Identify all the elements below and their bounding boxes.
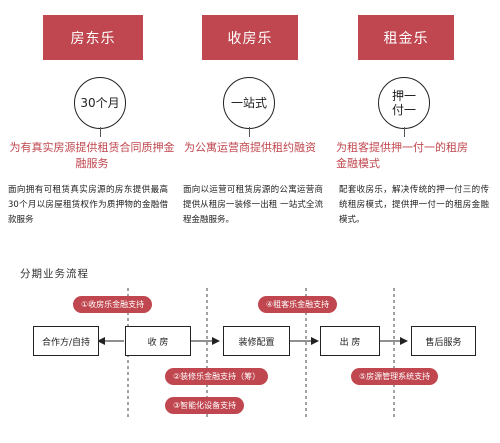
support-tag: ⑤房源管理系统支持: [351, 368, 439, 385]
connector-line: [100, 127, 101, 137]
support-tag: ②装修乐金融支持（筹）: [165, 368, 269, 385]
product-header: 收房乐: [202, 15, 298, 60]
product-subtitle: 为租客提供押一付一的租房金融模式: [336, 141, 468, 170]
feature-circle: 30个月: [74, 77, 126, 129]
product-description: 配套收房乐，解决传统的押一付三的传统租房模式，提供押一付一的租房金融模式。: [339, 185, 489, 225]
flow-section-title: 分期业务流程: [20, 268, 89, 280]
feature-circle: 押一付一: [378, 77, 430, 129]
support-tag: ①收房乐金融支持: [73, 296, 153, 313]
support-tag: ④租客乐金融支持: [258, 296, 338, 313]
connector-line: [249, 127, 250, 137]
connector-line: [404, 127, 405, 137]
feature-circle: 一站式: [223, 77, 275, 129]
feature-circle-text: 押一付一: [391, 89, 416, 117]
flow-step-collect: 收 房: [125, 326, 191, 356]
support-tag: ③智能化设备支持: [165, 397, 245, 414]
product-description: 面向以运营可租赁房源的公寓运营商提供从租房一装修一出租 一站式全流程金融服务。: [183, 185, 323, 225]
product-header: 租金乐: [358, 15, 454, 60]
flow-step-rentout: 出 房: [320, 326, 380, 356]
product-subtitle: 为公寓运营商提供租约融资: [184, 141, 316, 154]
product-description: 面向拥有可租赁真实房源的房东提供最高30个月以房屋租赁权作为质押物的金融借款服务: [8, 185, 168, 225]
flow-step-partner: 合作方/自持: [33, 326, 99, 356]
flow-step-aftersale: 售后服务: [411, 326, 476, 356]
product-header: 房东乐: [43, 15, 143, 60]
product-subtitle: 为有真实房源提供租赁合同质押金融服务: [9, 141, 175, 170]
flow-step-renovate: 装修配置: [223, 326, 290, 356]
